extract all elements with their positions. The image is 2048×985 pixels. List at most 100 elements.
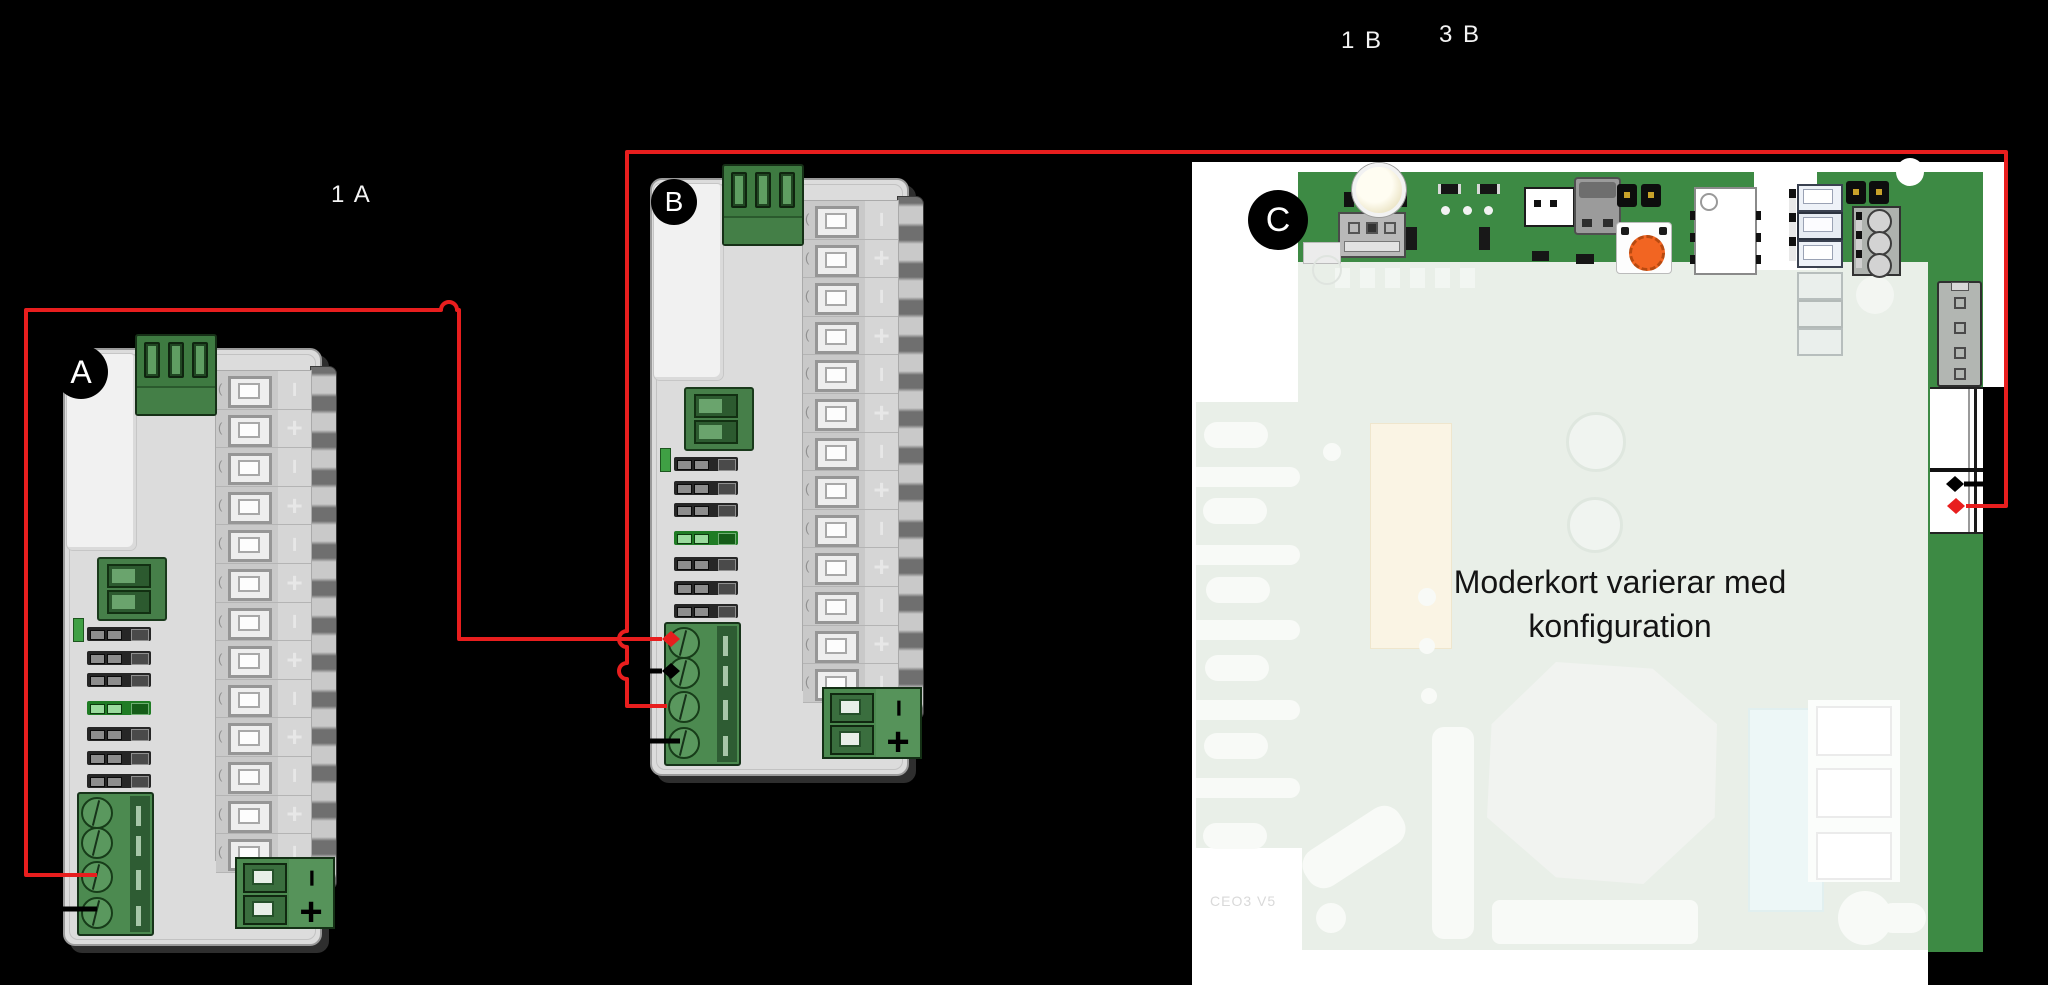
faded-relay-bar — [1196, 467, 1300, 487]
plus-mark: + — [873, 319, 890, 351]
board-c-badge: C — [1248, 190, 1308, 250]
status-led — [1463, 206, 1472, 215]
faded-hole — [1323, 443, 1341, 461]
plus-mark: + — [873, 396, 890, 428]
plus-mark: + — [286, 798, 303, 830]
board-b-top-connector — [722, 164, 804, 246]
terminal-cell: (− — [216, 602, 311, 642]
faded-relay-pill — [1206, 577, 1270, 603]
pcb-code: CEO3 V5 — [1210, 893, 1277, 909]
plus-mark: + — [286, 643, 303, 675]
terminal-cell: (+ — [216, 641, 311, 680]
faded-smd — [1360, 268, 1375, 288]
io-row — [87, 651, 151, 665]
board-c-notch-bottomleft — [1192, 848, 1302, 985]
screw-faded — [1856, 276, 1894, 314]
faded-relay-pill — [1204, 422, 1268, 448]
minus-mark: − — [867, 443, 897, 459]
status-led — [1441, 206, 1450, 215]
faded-capacitor — [1567, 497, 1623, 553]
io-row — [87, 673, 151, 687]
minus-mark: − — [867, 520, 897, 537]
board-a-terminal-column: (−(+(−(+(−(+(−(+(−(+(−(+(− — [215, 370, 312, 873]
minus-mark: − — [867, 598, 897, 614]
terminal-cell: (− — [803, 432, 898, 472]
board-b-power-terminal: − + — [822, 687, 922, 764]
led-dome — [1352, 163, 1406, 217]
terminal-cell: (− — [216, 371, 311, 410]
board-b-terminal-column: (−(+(−(+(−(+(−(+(−(+(−(+(− — [802, 200, 899, 703]
terminal-cell: (− — [803, 355, 898, 394]
faded-relay-pill — [1205, 655, 1269, 681]
power-input-connector — [1930, 387, 1983, 534]
smd-cap — [1479, 227, 1490, 250]
smd-resistor — [1438, 184, 1461, 194]
faded-capacitor — [1566, 412, 1626, 472]
plus-mark: + — [286, 412, 303, 444]
board-a-loop-terminal — [77, 792, 154, 936]
faded-circle-outline — [1312, 255, 1342, 285]
io-row — [674, 604, 738, 618]
terminal-cell: (− — [216, 679, 311, 719]
terminal-cell: (+ — [803, 471, 898, 510]
minus-mark: − — [280, 536, 310, 552]
board-a: (−(+(−(+(−(+(−(+(−(+(−(+(− − + A — [54, 334, 337, 946]
plus-mark: + — [873, 551, 890, 583]
faded-relay-pill — [1203, 498, 1267, 524]
mounting-notch — [1896, 158, 1924, 186]
jumper-header — [1617, 184, 1661, 207]
faded-smd — [1385, 268, 1400, 288]
board-b: (−(+(−(+(−(+(−(+(−(+(−(+(− − + B — [650, 164, 924, 776]
relay-terminal-stack-faded — [1797, 272, 1843, 356]
plus-mark: + — [286, 721, 303, 753]
io-row — [87, 627, 151, 641]
plus-mark: + — [286, 489, 303, 521]
terminal-cell: (+ — [803, 393, 898, 433]
plus-mark: + — [873, 473, 890, 505]
faded-smd — [1460, 268, 1475, 288]
io-row — [87, 774, 151, 788]
motherboard-note: Moderkort varierar med konfiguration — [1453, 564, 1787, 644]
terminal-cell: (− — [216, 448, 311, 487]
jumper-header — [1846, 181, 1889, 204]
white-2pin-connector — [1524, 187, 1575, 227]
pin-strip — [1789, 189, 1796, 261]
io-row — [674, 581, 738, 595]
io-row — [87, 751, 151, 765]
ic-chip — [1690, 187, 1761, 275]
faded-relay-bar — [1196, 700, 1300, 720]
board-b-plus-mark: + — [886, 719, 910, 764]
faded-smd — [1435, 268, 1450, 288]
board-c-notch-topleft — [1192, 262, 1298, 402]
board-b-led — [660, 448, 671, 472]
wire-label-1b: 1 B — [1341, 27, 1384, 54]
board-b-mid-connector — [684, 387, 754, 451]
board-a-top-connector — [135, 334, 217, 416]
terminal-cell: (+ — [216, 409, 311, 449]
minus-mark: − — [867, 289, 897, 305]
io-row — [674, 481, 738, 495]
terminal-cell: (+ — [803, 625, 898, 665]
terminal-cell: (− — [803, 201, 898, 240]
board-b-badge: B — [651, 179, 697, 225]
terminal-cell: (− — [803, 586, 898, 626]
wire-label-1a: 1 A — [331, 181, 372, 208]
faded-hole — [1421, 688, 1437, 704]
io-row — [674, 503, 738, 517]
plus-mark: + — [873, 242, 890, 274]
minus-mark: − — [280, 613, 310, 629]
terminal-cell: (+ — [803, 239, 898, 279]
smd-cap — [1406, 227, 1417, 250]
terminal-cell: (− — [803, 278, 898, 317]
faded-bar — [1492, 900, 1698, 944]
minus-mark: − — [867, 366, 897, 382]
faded-terminal-3cell — [1808, 700, 1900, 882]
terminal-cell: (− — [803, 509, 898, 549]
board-a-minus-mark: − — [295, 868, 328, 887]
minus-mark: − — [280, 768, 310, 784]
board-a-power-terminal: − + — [235, 857, 335, 932]
smd-resistor — [1532, 251, 1549, 261]
reset-button — [1616, 222, 1672, 274]
status-led — [1484, 206, 1493, 215]
